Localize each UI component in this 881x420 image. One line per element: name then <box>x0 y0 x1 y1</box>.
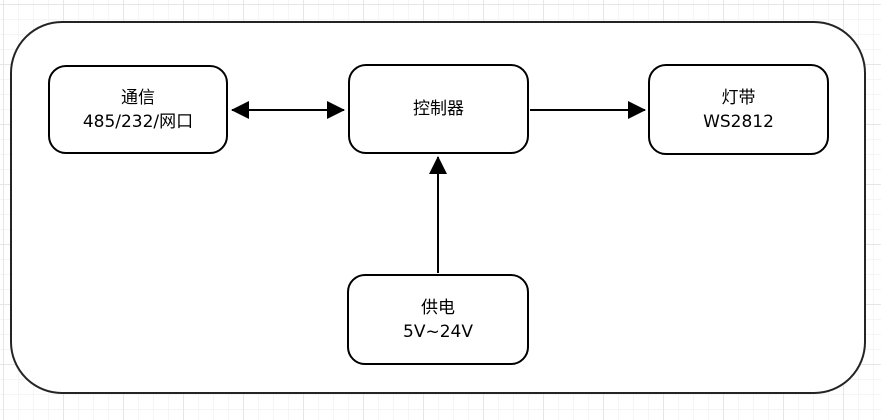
node-power-supply-label-line1: 供电 <box>421 297 455 318</box>
node-power-supply-label-line2: 5V~24V <box>403 321 473 342</box>
node-led-strip[interactable]: 灯带 WS2812 <box>648 64 829 155</box>
node-communication-label-line1: 通信 <box>121 87 155 108</box>
node-controller-label: 控制器 <box>413 99 464 119</box>
node-power-supply[interactable]: 供电 5V~24V <box>347 274 529 365</box>
node-communication-label-line2: 485/232/网口 <box>82 111 194 132</box>
node-communication[interactable]: 通信 485/232/网口 <box>48 65 228 154</box>
node-led-strip-label-line2: WS2812 <box>703 111 774 132</box>
node-led-strip-label-line1: 灯带 <box>721 87 756 108</box>
node-controller[interactable]: 控制器 <box>348 64 529 154</box>
